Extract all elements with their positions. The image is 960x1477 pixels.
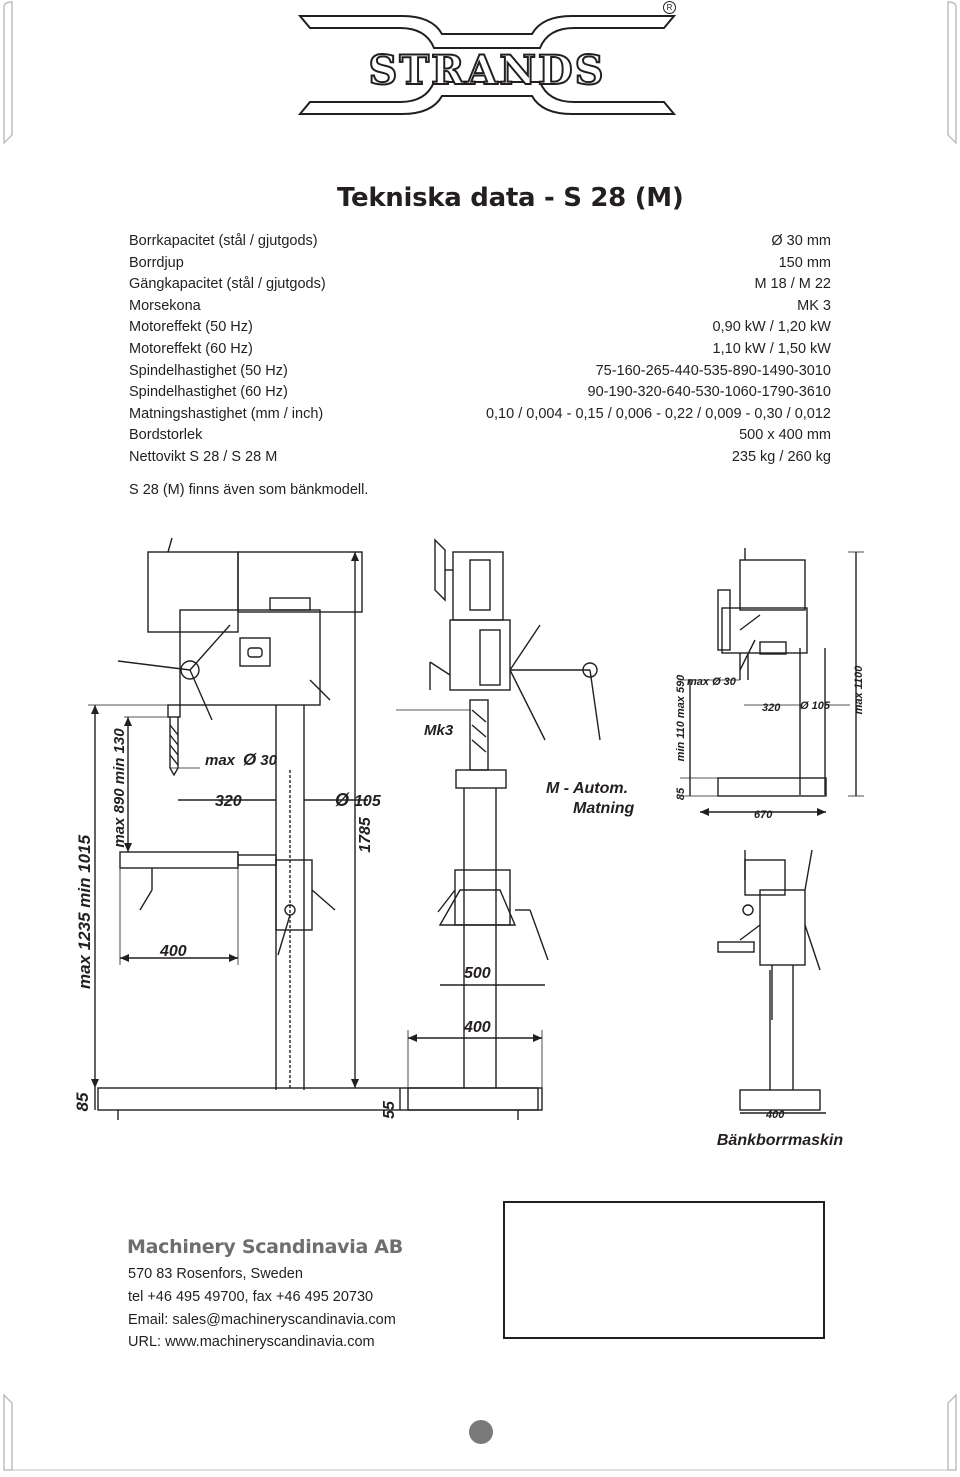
spec-label: Motoreffekt (50 Hz) (129, 319, 253, 336)
spec-label: Gängkapacitet (stål / gjutgods) (129, 276, 326, 293)
spec-value: 500 x 400 mm (739, 427, 831, 444)
company-name: Machinery Scandinavia AB (127, 1236, 403, 1258)
column-dia-label: Ø 105 (335, 790, 382, 810)
contact-phone: tel +46 495 49700, fax +46 495 20730 (128, 1289, 374, 1305)
bench-throat-label: 320 (762, 702, 781, 714)
throat-label: 320 (215, 793, 242, 810)
spec-value: Ø 30 mm (771, 233, 831, 249)
address-label-box (503, 1201, 825, 1339)
bench-depth-label: 670 (754, 809, 773, 821)
bench-max-height-label: max 1100 (853, 665, 865, 715)
front-base-height-label: 55 (381, 1100, 398, 1119)
height-range-label: max 1235 min 1015 (75, 834, 94, 989)
side-view-drawing (88, 537, 539, 1120)
spec-table: Borrkapacitet (stål / gjutgods) Ø 30 mm B… (129, 232, 831, 470)
front-view-drawing (395, 538, 601, 1111)
base-height-label: 85 (73, 1092, 92, 1111)
spec-label: Motoreffekt (60 Hz) (129, 340, 253, 357)
spec-value: 75-160-265-440-535-890-1490-3010 (595, 362, 831, 379)
table-depth-label: 500 (464, 965, 491, 982)
svg-text:STRANDS: STRANDS (368, 47, 605, 94)
spec-row: Spindelhastighet (60 Hz) 90-190-320-640-5… (129, 383, 831, 405)
spec-label: Matningshastighet (mm / inch) (129, 405, 324, 422)
spec-label: Spindelhastighet (60 Hz) (129, 384, 288, 401)
spec-row: Matningshastighet (mm / inch) 0,10 / 0,00… (129, 405, 831, 427)
spec-value: MK 3 (797, 297, 831, 314)
technical-drawings: max 1235 min 1015 max 890 min 130 maxØ30… (73, 537, 865, 1149)
spec-row: Gängkapacitet (stål / gjutgods) M 18 / M … (129, 275, 831, 297)
spec-row: Borrkapacitet (stål / gjutgods) Ø 30 mm (129, 232, 831, 254)
spec-value: 235 kg / 260 kg (731, 448, 831, 465)
stroke-range-label: max 890 min 130 (111, 728, 128, 848)
spec-value: 1,10 kW / 1,50 kW (712, 340, 831, 357)
spec-row: Nettovikt S 28 / S 28 M 235 kg / 260 kg (129, 448, 831, 470)
spec-value: M 18 / M 22 (754, 276, 831, 293)
spec-label: Spindelhastighet (50 Hz) (129, 362, 288, 379)
bench-model-drawing (680, 548, 864, 1114)
bench-caption: Bänkborrmaskin (717, 1132, 843, 1149)
spec-value: 150 mm (778, 254, 831, 271)
total-height-label: 1785 (357, 816, 374, 853)
spec-label: Borrdjup (129, 254, 184, 271)
page-title: Tekniska data - S 28 (M) (337, 183, 684, 213)
bench-base-width-label: 400 (765, 1109, 785, 1121)
spec-label: Nettovikt S 28 / S 28 M (129, 448, 278, 465)
spec-row: Spindelhastighet (50 Hz) 75-160-265-440-5… (129, 362, 831, 384)
spec-label: Morsekona (129, 297, 201, 314)
bench-model-note: S 28 (M) finns även som bänkmodell. (129, 482, 369, 498)
bench-column-label: Ø 105 (800, 700, 831, 712)
spec-label: Borrkapacitet (stål / gjutgods) (129, 233, 318, 249)
registered-mark: R (663, 1, 676, 14)
taper-label: Mk3 (424, 722, 454, 739)
front-base-width-label: 400 (463, 1019, 491, 1036)
spec-row: Motoreffekt (60 Hz) 1,10 kW / 1,50 kW (129, 340, 831, 362)
bench-stroke-label: min 110 max 590 (675, 674, 687, 762)
spec-row: Borrdjup 150 mm (129, 254, 831, 276)
spec-label: Bordstorlek (129, 427, 203, 444)
contact-url[interactable]: URL: www.machineryscandinavia.com (128, 1334, 375, 1350)
contact-email[interactable]: Email: sales@machineryscandinavia.com (128, 1312, 396, 1328)
bench-drill-label: max Ø 30 (687, 676, 737, 688)
spec-row: Morsekona MK 3 (129, 297, 831, 319)
page-marker-dot (469, 1420, 493, 1444)
strands-logo: STRANDS (297, 15, 677, 115)
spec-value: 0,10 / 0,004 - 0,15 / 0,006 - 0,22 / 0,0… (485, 405, 831, 422)
bench-base-height-label: 85 (675, 787, 687, 800)
spec-row: Motoreffekt (50 Hz) 0,90 kW / 1,20 kW (129, 318, 831, 340)
feed-label-2: Matning (573, 800, 635, 817)
contact-address: 570 83 Rosenfors, Sweden (128, 1266, 303, 1282)
spec-row: Bordstorlek 500 x 400 mm (129, 426, 831, 448)
feed-label-1: M - Autom. (546, 780, 628, 797)
table-width-label: 400 (159, 943, 187, 960)
spec-value: 90-190-320-640-530-1060-1790-3610 (587, 384, 831, 401)
spec-value: 0,90 kW / 1,20 kW (712, 319, 831, 336)
